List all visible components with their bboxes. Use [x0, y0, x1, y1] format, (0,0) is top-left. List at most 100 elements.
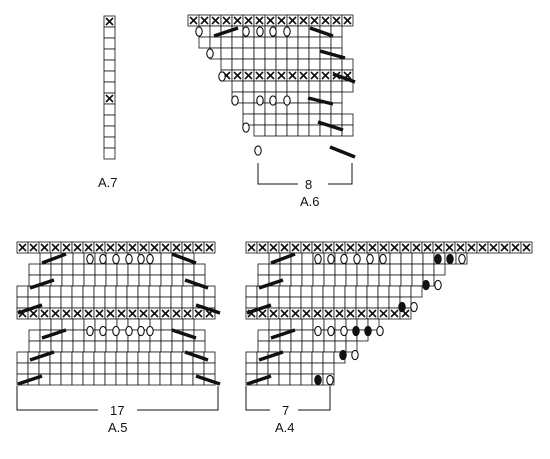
x-stroke [139, 309, 148, 318]
x-stroke [310, 71, 319, 80]
x-stitch-icon [332, 16, 341, 25]
grid-cell [103, 26, 116, 39]
x-stitch-icon [194, 243, 203, 252]
grid-cell [72, 340, 85, 353]
grid-cell [289, 362, 302, 375]
x-stroke [29, 309, 38, 318]
x-stroke [73, 243, 82, 252]
grid-cell [137, 362, 150, 375]
x-stitch-icon [106, 243, 115, 252]
grid-cell [264, 80, 277, 93]
x-stitch-icon [324, 243, 333, 252]
grid-cell [61, 340, 74, 353]
grid-cell [104, 362, 117, 375]
grid-cell [264, 113, 277, 126]
decrease-slash-icon [171, 328, 197, 340]
grid-cell [82, 362, 95, 375]
x-stitch-icon [105, 94, 114, 103]
x-stitch-icon [302, 309, 311, 318]
x-stitch-icon [500, 243, 509, 252]
yarn-over-icon [99, 325, 107, 337]
x-stitch-icon [310, 71, 319, 80]
grid-cell [103, 59, 116, 72]
decrease-slash-icon [332, 72, 356, 84]
x-stitch-icon [489, 243, 498, 252]
grid-cell [60, 285, 73, 298]
grid-cell [242, 58, 255, 71]
x-stitch-icon [368, 243, 377, 252]
x-stitch-icon [269, 243, 278, 252]
x-stitch-icon [189, 16, 198, 25]
grid-cell [181, 373, 194, 386]
grid-cell [301, 252, 314, 265]
x-stitch-icon [73, 309, 82, 318]
grid-cell [289, 351, 302, 364]
x-stroke [335, 309, 344, 318]
decrease-slash-icon [258, 278, 284, 290]
grid-cell [333, 296, 346, 309]
x-stitch-icon [233, 71, 242, 80]
grid-cell [410, 285, 423, 298]
grid-cell [159, 351, 172, 364]
x-stroke [106, 309, 115, 318]
x-stroke [291, 243, 300, 252]
yarn-over-icon [231, 95, 239, 106]
grid-cell [220, 36, 233, 49]
grid-cell [308, 102, 321, 115]
grid-cell [366, 296, 379, 309]
grid-cell [159, 285, 172, 298]
grid-cell [242, 80, 255, 93]
x-stitch-icon [73, 243, 82, 252]
x-stitch-icon [324, 309, 333, 318]
yarn-over-icon [218, 71, 226, 82]
grid-cell [72, 274, 85, 287]
grid-cell [245, 285, 258, 298]
grid-cell [126, 285, 139, 298]
x-stroke [291, 309, 300, 318]
x-stitch-icon [280, 243, 289, 252]
grid-cell [116, 274, 129, 287]
grid-cell [389, 252, 402, 265]
yarn-over-icon [410, 301, 418, 313]
yarn-over-icon [314, 325, 322, 337]
grid-cell [82, 373, 95, 386]
grid-cell [334, 263, 347, 276]
x-stroke [321, 71, 330, 80]
x-stitch-icon [434, 243, 443, 252]
grid-cell [160, 263, 173, 276]
grid-cell [126, 296, 139, 309]
grid-cell [28, 329, 41, 342]
grid-cell [290, 340, 303, 353]
decrease-slash-icon [213, 26, 239, 38]
decrease-slash-icon [17, 374, 43, 386]
grid-cell [275, 113, 288, 126]
x-stitch-icon [62, 309, 71, 318]
x-stitch-icon [51, 243, 60, 252]
x-stroke [150, 243, 159, 252]
grid-cell [231, 47, 244, 60]
x-stroke [522, 243, 531, 252]
grid-cell [322, 362, 335, 375]
grid-cell [341, 113, 354, 126]
grid-cell [279, 340, 292, 353]
grid-cell [137, 285, 150, 298]
grid-cell [193, 263, 206, 276]
x-stroke [183, 309, 192, 318]
grid-cell [268, 340, 281, 353]
grid-cell [83, 274, 96, 287]
grid-cell [330, 36, 343, 49]
grid-cell [279, 318, 292, 331]
grid-cell [311, 351, 324, 364]
grid-cell [297, 47, 310, 60]
grid-cell [50, 340, 63, 353]
x-stroke [412, 243, 421, 252]
x-stroke [172, 309, 181, 318]
grid-cell [264, 124, 277, 137]
grid-cell [82, 285, 95, 298]
grid-cell [256, 362, 269, 375]
decrease-slash-icon [184, 278, 209, 290]
grid-cell [286, 58, 299, 71]
x-stitch-icon [51, 309, 60, 318]
yarn-over-icon [86, 253, 94, 265]
grid-cell [323, 340, 336, 353]
